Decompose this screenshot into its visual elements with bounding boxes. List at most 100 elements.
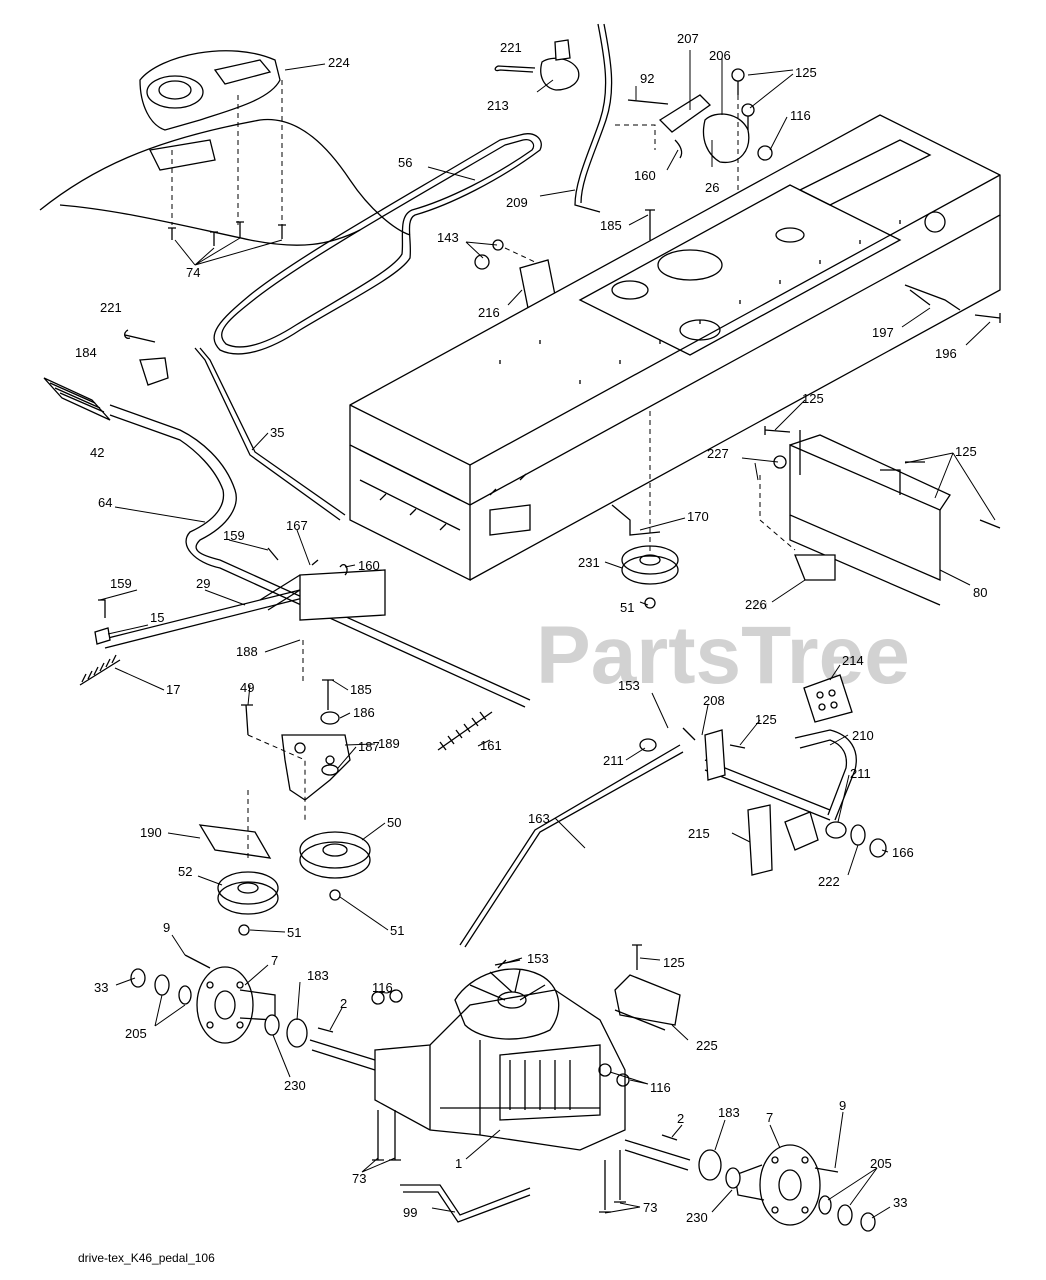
- label-216: 216: [478, 305, 500, 320]
- nut-116-right-a: [598, 1063, 612, 1077]
- label-51-mid: 51: [390, 923, 404, 938]
- bolt-9-left: [184, 954, 211, 969]
- washer-230-right: [725, 1167, 741, 1189]
- transaxle: [309, 968, 691, 1171]
- bolt-125-pedal: [729, 744, 746, 749]
- label-29: 29: [196, 576, 210, 591]
- label-125-shield-top: 125: [802, 391, 824, 406]
- label-26: 26: [705, 180, 719, 195]
- part-number-labels: 224 221 213 207 206 125 92 116 56 160 26…: [75, 31, 987, 1225]
- bracket-208: [704, 729, 726, 781]
- label-9-right: 9: [839, 1098, 846, 1113]
- label-125-pedal: 125: [755, 712, 777, 727]
- bolt-196: [974, 313, 1001, 323]
- label-205-left: 205: [125, 1026, 147, 1041]
- label-116-top: 116: [790, 108, 811, 123]
- pedal-arm-210: [794, 729, 857, 821]
- label-33-left: 33: [94, 980, 108, 995]
- rod-35: [194, 347, 346, 521]
- washer-230-left: [264, 1014, 280, 1036]
- label-167: 167: [286, 518, 308, 533]
- spacer-183-left: [286, 1018, 308, 1048]
- label-230-left: 230: [284, 1078, 306, 1093]
- nut-116-right-b: [616, 1073, 630, 1087]
- label-51-left: 51: [287, 925, 301, 940]
- label-231: 231: [578, 555, 600, 570]
- label-161: 161: [480, 738, 502, 753]
- spacer-183-right: [698, 1149, 722, 1181]
- label-170: 170: [687, 509, 709, 524]
- label-99: 99: [403, 1205, 417, 1220]
- label-74: 74: [186, 265, 200, 280]
- rod-163: [459, 744, 684, 948]
- label-2-left: 2: [340, 996, 347, 1011]
- label-188: 188: [236, 644, 258, 659]
- label-125-shield-right: 125: [955, 444, 977, 459]
- label-207: 207: [677, 31, 699, 46]
- label-184: 184: [75, 345, 97, 360]
- washer-205-right-b: [837, 1204, 853, 1226]
- label-224: 224: [328, 55, 350, 70]
- label-197: 197: [872, 325, 894, 340]
- label-92: 92: [640, 71, 654, 86]
- label-2-right: 2: [677, 1111, 684, 1126]
- grip-42: [43, 377, 111, 421]
- label-221-top: 221: [500, 40, 522, 55]
- washer-211-left: [639, 738, 657, 752]
- label-116-right: 116: [650, 1080, 671, 1095]
- label-9-left: 9: [163, 920, 170, 935]
- label-230-right: 230: [686, 1210, 708, 1225]
- mount-bracket-216: [474, 239, 557, 309]
- label-116-left: 116: [372, 980, 393, 995]
- label-213: 213: [487, 98, 509, 113]
- label-166: 166: [892, 845, 914, 860]
- pin-159-left: [98, 599, 106, 618]
- spring-153: [682, 727, 696, 741]
- pin-167: [311, 559, 319, 566]
- wheel-hub-right: [734, 1144, 821, 1226]
- bolts-73-right: [599, 1150, 626, 1213]
- label-7-left: 7: [271, 953, 278, 968]
- label-205-right: 205: [870, 1156, 892, 1171]
- label-125-lower: 125: [663, 955, 685, 970]
- label-210: 210: [852, 728, 874, 743]
- label-185-mid: 185: [350, 682, 372, 697]
- fender-dash-panel: [39, 50, 411, 246]
- label-160-mid: 160: [358, 558, 380, 573]
- label-187: 187: [358, 739, 380, 754]
- label-56: 56: [398, 155, 412, 170]
- label-15: 15: [150, 610, 164, 625]
- watermark-trademark: TM: [752, 601, 768, 613]
- label-7-right: 7: [766, 1110, 773, 1125]
- label-211-left: 211: [603, 753, 624, 768]
- pin-159-mid: [267, 547, 279, 561]
- label-50: 50: [387, 815, 401, 830]
- label-159-left: 159: [110, 576, 132, 591]
- spring-161: [437, 711, 493, 751]
- screws-74: [168, 221, 286, 246]
- hairpin-221-left: [124, 329, 156, 343]
- label-208: 208: [703, 693, 725, 708]
- bolts-73-left: [372, 1110, 401, 1161]
- label-125-top: 125: [795, 65, 817, 80]
- diagram-caption: drive-tex_K46_pedal_106: [78, 1251, 215, 1265]
- label-160-top: 160: [634, 168, 656, 183]
- label-52: 52: [178, 864, 192, 879]
- label-183-left: 183: [307, 968, 329, 983]
- lever-99: [400, 1184, 531, 1223]
- label-196: 196: [935, 346, 957, 361]
- label-143: 143: [437, 230, 459, 245]
- front-shield: [764, 426, 1001, 606]
- pedal-pad-214: [803, 674, 853, 723]
- label-80: 80: [973, 585, 987, 600]
- washer-205-left-a: [154, 974, 170, 996]
- ring-33-right: [860, 1212, 876, 1232]
- label-159-mid: 159: [223, 528, 245, 543]
- main-frame: [349, 114, 1001, 582]
- label-33-right: 33: [893, 1195, 907, 1210]
- label-227: 227: [707, 446, 729, 461]
- label-222: 222: [818, 874, 840, 889]
- washer-211-right: [825, 821, 847, 839]
- spring-17: [79, 654, 121, 686]
